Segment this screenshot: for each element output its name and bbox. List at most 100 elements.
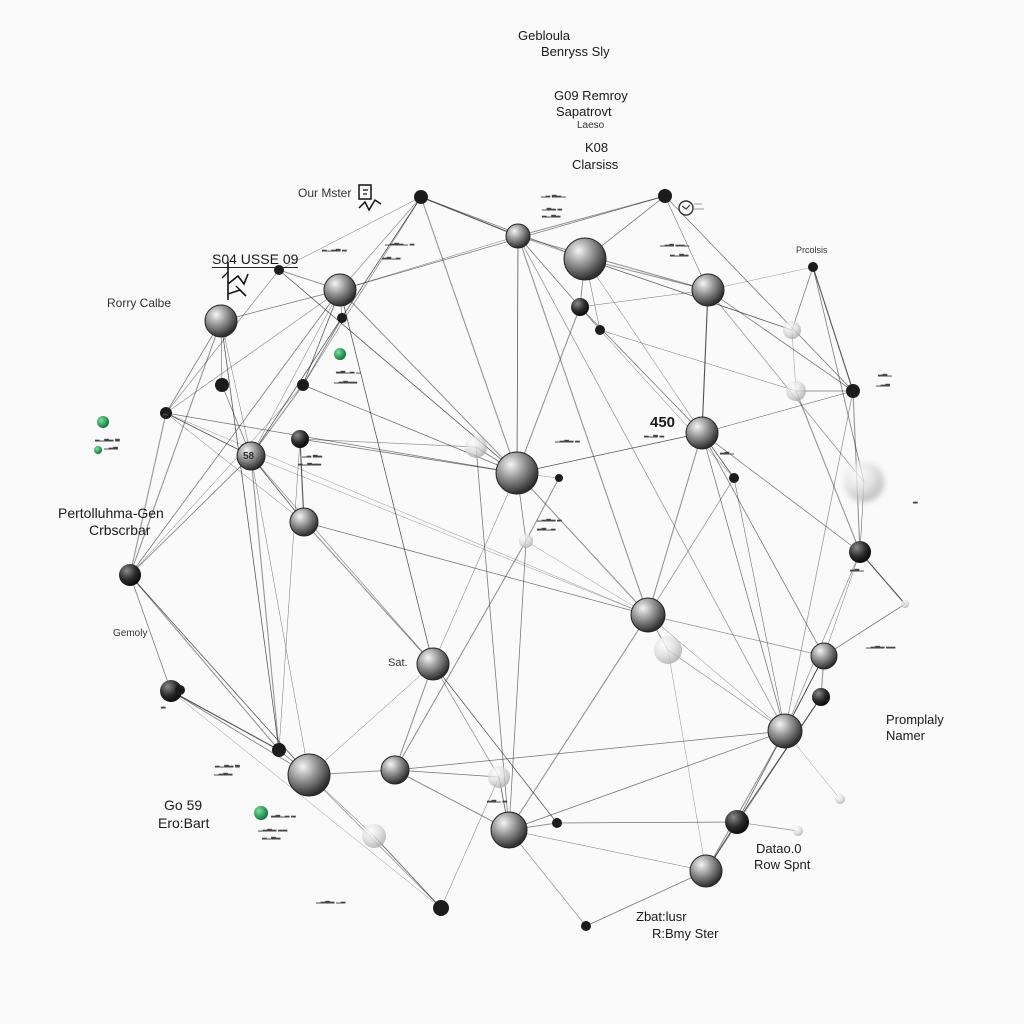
network-edge: [517, 235, 709, 291]
network-edge: [517, 235, 649, 616]
edges-group: [129, 195, 906, 927]
network-edge: [220, 320, 252, 457]
network-node: [786, 381, 806, 401]
network-edge: [585, 870, 707, 927]
caption-snippet: ▂▃▁: [720, 449, 734, 455]
network-edge: [250, 455, 434, 665]
network-edge: [584, 258, 793, 331]
caption-snippet: ▂▃▁▂: [537, 525, 556, 531]
caption-snippet: ▂: [913, 498, 918, 504]
network-node: [236, 441, 266, 471]
label-datao: Datao.0: [756, 841, 802, 856]
caption-snippet: ▂▃▁: [850, 566, 864, 572]
network-edge: [733, 477, 786, 732]
network-edge: [432, 663, 500, 778]
network-edge: [129, 384, 304, 576]
network-node: [835, 794, 845, 804]
network-edge: [170, 690, 310, 776]
network-edge: [250, 196, 422, 457]
label-top2c: Laeso: [577, 120, 605, 131]
caption-snippet: ▂▁▃▂ ▃: [215, 762, 240, 768]
network-edge: [525, 540, 649, 616]
network-node: [362, 824, 386, 848]
network-edge: [701, 432, 825, 657]
network-edge: [516, 472, 649, 616]
network-node: [414, 190, 428, 204]
network-node: [287, 753, 331, 797]
green-dot-icon: [97, 416, 109, 428]
green-dot-icon: [254, 806, 268, 820]
caption-snippet: ▁▂▃▂ ▂▂: [866, 643, 896, 649]
network-edge: [647, 614, 786, 732]
network-edge: [394, 730, 786, 771]
network-node: [729, 473, 739, 483]
network-node: [685, 416, 719, 450]
network-edge: [701, 432, 786, 732]
network-edge: [508, 614, 649, 831]
caption-snippet: ▁▂▃▂▁ ▂: [385, 240, 415, 246]
network-edge: [373, 835, 442, 909]
network-edge: [129, 412, 167, 576]
caption-snippet: ▁▂▃ ▂▂▁: [660, 241, 690, 247]
network-node: [291, 430, 309, 448]
network-edge: [165, 412, 252, 457]
network-node: [160, 407, 172, 419]
network-edge: [278, 438, 301, 751]
network-node: [630, 597, 666, 633]
label-top1: Gebloula: [518, 28, 571, 43]
network-edge: [129, 320, 222, 576]
caption-snippet: ▂: [161, 703, 166, 709]
network-edge: [812, 266, 854, 392]
network-node: [433, 900, 449, 916]
network-node: [272, 743, 286, 757]
network-edge: [394, 540, 527, 771]
caption-snippet: ▁▂ ▃▂: [302, 452, 323, 458]
caption-snippet: ▁▂▃▂▂: [334, 378, 358, 384]
network-edge: [667, 649, 707, 872]
caption-snippet: ▁▂▃▂: [214, 770, 233, 776]
network-node: [783, 321, 801, 339]
caption-snippet: ▁▂▃: [104, 444, 118, 450]
network-edge: [302, 196, 422, 386]
network-node: [691, 273, 725, 307]
network-node: [160, 680, 182, 702]
network-node: [488, 766, 510, 788]
network-node: [846, 384, 860, 398]
network-edge: [599, 329, 735, 479]
network-edge: [165, 412, 518, 474]
network-edge: [556, 821, 738, 824]
network-node: [552, 818, 562, 828]
network-edge: [129, 574, 280, 751]
network-edge: [516, 235, 519, 474]
label-gemly: Gemoly: [113, 628, 148, 639]
network-edge: [859, 551, 906, 605]
caption-snippet: ▂▃▁: [878, 371, 892, 377]
network-node: [416, 647, 450, 681]
caption-snippet: ▁▃▂ ▂: [542, 205, 563, 211]
network-edge: [299, 438, 477, 448]
network-edge: [302, 317, 343, 386]
network-edge: [303, 521, 434, 665]
label-top3: K08: [585, 140, 609, 155]
network-edge: [812, 266, 865, 483]
label-perfb: Crbscrbar: [89, 522, 151, 538]
network-edge: [475, 446, 510, 831]
label-dataob: Row Spnt: [754, 857, 811, 872]
network-node: [849, 541, 871, 563]
network-edge: [647, 477, 735, 616]
label-promplaly: Promplaly: [886, 712, 944, 727]
caption-snippet: ▂▃▁▂: [382, 254, 401, 260]
label-go: Go 59: [164, 797, 203, 813]
caption-snippet: ▂▁▃▂: [670, 251, 689, 257]
caption-snippet: ▂▃▁▂ ▁: [336, 368, 361, 374]
nodes-group: [119, 189, 909, 931]
caption-snippet: ▂▁▃▂: [262, 834, 281, 840]
caption-snippet: ▂: [163, 410, 168, 416]
network-edge: [339, 195, 666, 291]
green-dot-icon: [334, 348, 346, 360]
label-our-master: Our Mster: [298, 186, 352, 200]
network-node: [581, 921, 591, 931]
network-node: [297, 379, 309, 391]
network-edge: [707, 266, 814, 291]
